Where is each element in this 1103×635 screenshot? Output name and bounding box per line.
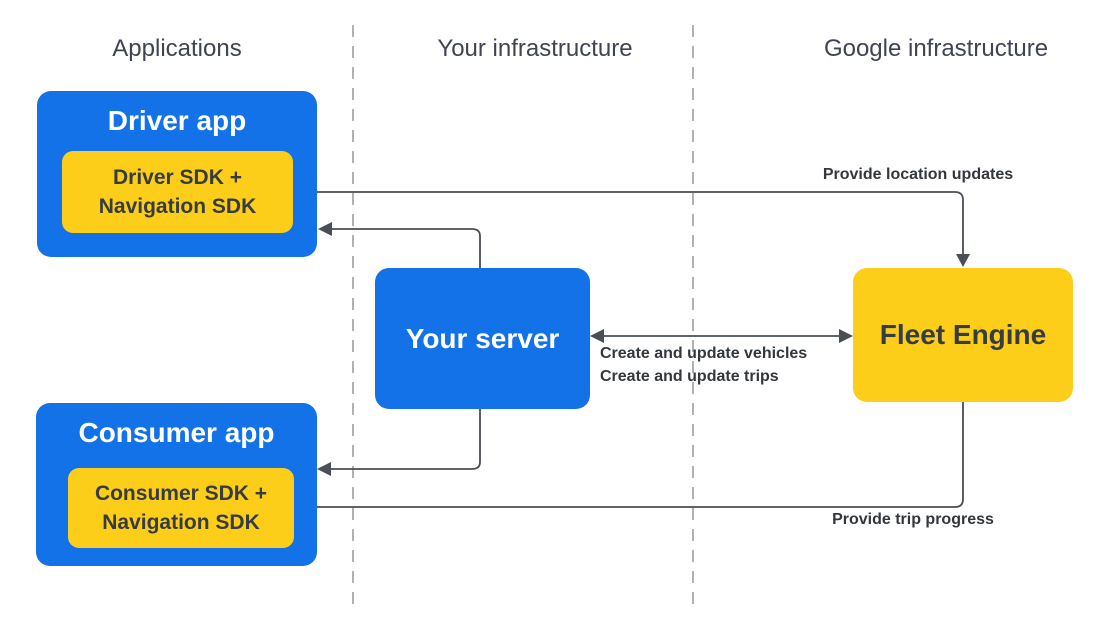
edge-server-to-consumer-app	[331, 409, 481, 470]
fleet-engine-title: Fleet Engine	[879, 319, 1047, 350]
column-header-applications: Applications	[112, 35, 242, 62]
driver-app-title: Driver app	[107, 105, 247, 136]
edge-label-create-update-trips: Create and update trips	[600, 368, 779, 385]
driver-sdk-label-line1: Driver SDK +	[113, 166, 242, 189]
consumer-app-title: Consumer app	[78, 417, 275, 448]
column-header-your-infrastructure: Your infrastructure	[437, 35, 633, 62]
consumer-app-node: Consumer app Consumer SDK + Navigation S…	[36, 403, 317, 566]
arrowhead-into-driver-app	[318, 222, 332, 236]
driver-app-node: Driver app Driver SDK + Navigation SDK	[37, 91, 317, 257]
consumer-sdk-node: Consumer SDK + Navigation SDK	[68, 468, 294, 548]
driver-sdk-node: Driver SDK + Navigation SDK	[62, 151, 293, 233]
edge-provide-trip-progress	[308, 402, 964, 508]
your-server-node: Your server	[375, 268, 590, 409]
fleet-engine-node: Fleet Engine	[853, 268, 1073, 402]
arrowhead-into-consumer-app	[317, 462, 331, 476]
edge-label-create-update-vehicles: Create and update vehicles	[600, 345, 808, 362]
arrowhead-into-fleet-engine-left	[839, 329, 853, 343]
consumer-sdk-label-line2: Navigation SDK	[102, 511, 260, 534]
edge-provide-location-updates	[293, 191, 964, 255]
edge-label-provide-location-updates: Provide location updates	[822, 166, 1014, 183]
arrowhead-into-your-server	[590, 329, 604, 343]
your-server-title: Your server	[405, 322, 560, 354]
driver-sdk-label-line2: Navigation SDK	[98, 195, 257, 218]
edge-label-provide-trip-progress: Provide trip progress	[832, 511, 994, 528]
arrowhead-into-fleet-engine-top	[956, 254, 970, 267]
consumer-sdk-label-line1: Consumer SDK +	[94, 482, 268, 505]
column-header-google-infrastructure: Google infrastructure	[823, 35, 1049, 62]
edge-server-to-driver-app	[332, 228, 481, 268]
